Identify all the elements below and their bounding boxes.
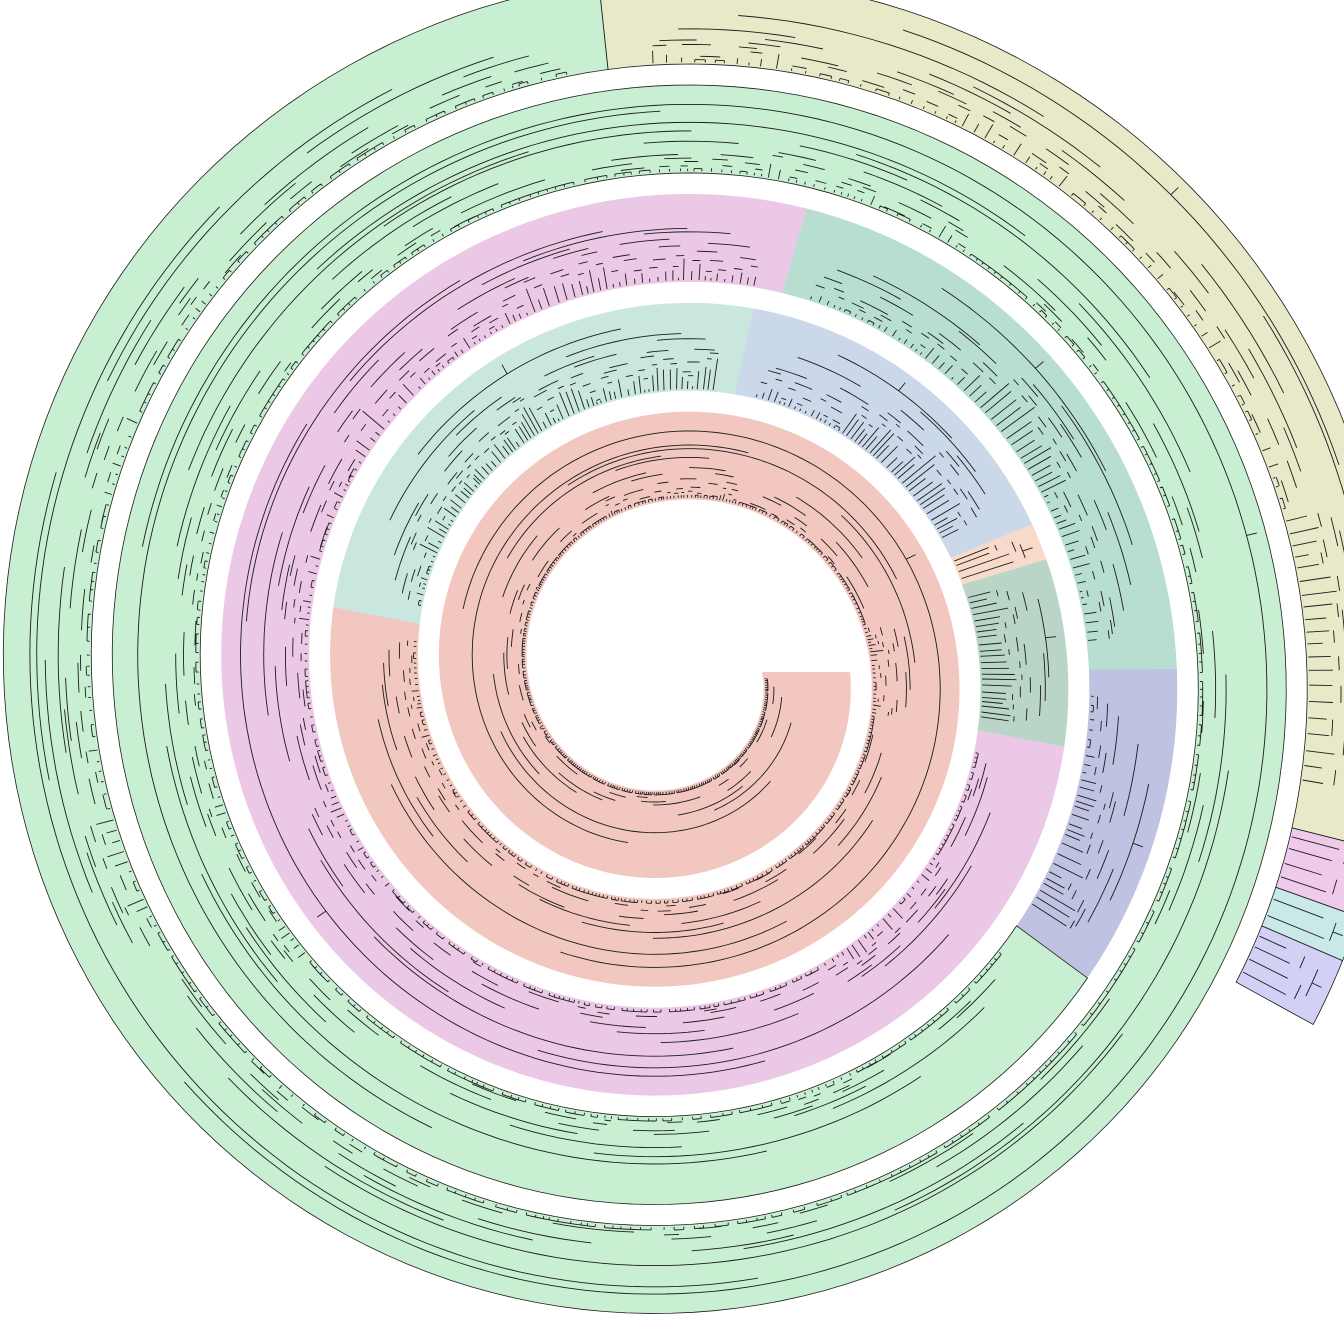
clade-sage-branches	[968, 590, 1057, 722]
clade-bands	[2, 0, 1344, 1314]
clade-magenta-thin-band	[1275, 827, 1344, 912]
clade-olive-branches	[652, 15, 1344, 786]
clade-steel-branches	[755, 354, 986, 538]
clade-violet-thin-subtree	[1242, 935, 1322, 1000]
clade-salmon-band	[330, 411, 960, 987]
clade-sage-subtree	[968, 590, 1057, 722]
clade-teal-b-branches	[810, 269, 1133, 641]
clade-cyan-thin-subtree	[1267, 898, 1343, 941]
clade-indigo-band	[1016, 668, 1178, 979]
clade-salmon-subtree	[377, 430, 941, 968]
clade-sage-band	[962, 559, 1069, 747]
clade-peach-subtree	[954, 541, 1033, 579]
clade-indigo-branches	[1032, 695, 1150, 929]
clade-mint-a-branches	[389, 328, 719, 606]
clade-olive-subtree	[652, 15, 1344, 786]
clade-magenta-thin-branches	[1280, 836, 1344, 895]
clade-magenta-thin-subtree	[1280, 836, 1344, 895]
clade-steel-subtree	[755, 354, 986, 538]
clade-pink-branches	[240, 227, 991, 1077]
clade-green-branches	[29, 55, 1268, 1295]
clade-green-subtree	[29, 55, 1268, 1295]
clade-teal-b-subtree	[810, 269, 1133, 641]
clade-peach-branches	[954, 541, 1033, 579]
clade-salmon-branches	[377, 430, 941, 968]
clade-mint-a-band	[333, 302, 754, 624]
clade-pink-subtree	[240, 227, 991, 1077]
clade-olive-band	[600, 0, 1344, 842]
clade-teal-b-band	[782, 208, 1177, 670]
clade-mint-a-subtree	[389, 328, 719, 606]
clade-peach-band	[950, 524, 1047, 585]
clade-violet-thin-branches	[1242, 935, 1322, 1000]
clade-cyan-thin-branches	[1267, 898, 1343, 941]
tree-branches	[29, 15, 1344, 1295]
clade-indigo-subtree	[1032, 695, 1150, 929]
clade-steel-band	[734, 308, 1033, 558]
